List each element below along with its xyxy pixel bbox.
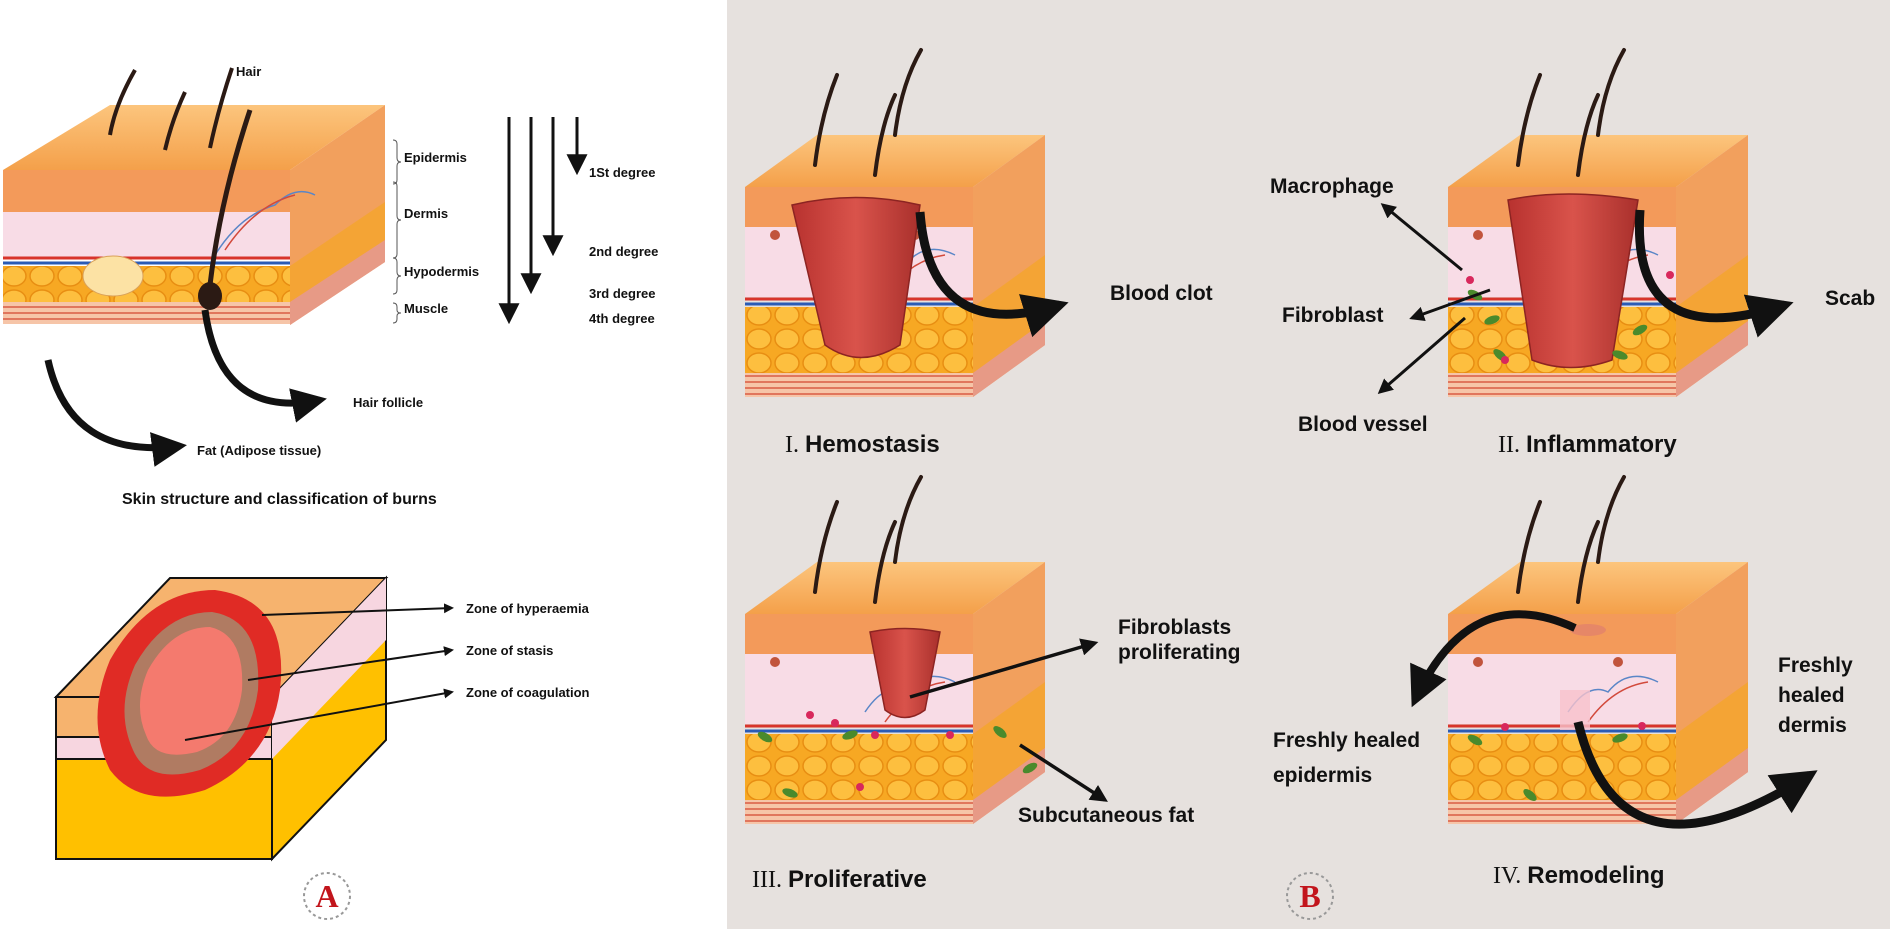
label-zone-stasis: Zone of stasis <box>466 643 553 658</box>
label-dermis: Dermis <box>404 206 448 221</box>
burn-depth-arrows <box>498 117 588 325</box>
label-zone-hyperaemia: Zone of hyperaemia <box>466 601 590 616</box>
label-freshly-healed-epidermis-text-line-1: Freshly healed <box>1273 729 1420 752</box>
label-freshly-healed-epidermis: Freshly healed epidermis <box>1273 729 1420 787</box>
scab-arrow <box>1634 209 1794 338</box>
label-fat: Fat (Adipose tissue) <box>197 443 321 458</box>
healed-epidermis-arrow <box>1410 610 1577 708</box>
label-hair-follicle: Hair follicle <box>353 395 423 410</box>
label-macrophage: Macrophage <box>1270 175 1394 198</box>
label-degree-4: 4th degree <box>589 311 655 326</box>
label-freshly-healed-epidermis-text-line-2: epidermis <box>1273 764 1372 787</box>
zone-leaders <box>184 603 454 741</box>
badge-b: B <box>1286 872 1334 920</box>
panel-a-title: Skin structure and classification of bur… <box>122 491 437 508</box>
stage-1-name: Hemostasis <box>805 431 940 458</box>
label-freshly-healed-dermis-text-line-2: dermis <box>1778 714 1847 737</box>
label-freshly-healed-dermis-text-line-mid: healed <box>1778 684 1845 707</box>
label-fibroblasts-proliferating-line-2: proliferating <box>1118 641 1241 664</box>
label-subcutaneous-fat: Subcutaneous fat <box>1018 804 1194 827</box>
stage-3-title: III. Proliferative <box>752 866 927 893</box>
stage-remodeling-block <box>1446 475 1750 826</box>
label-scab: Scab <box>1825 287 1875 310</box>
label-fibroblast: Fibroblast <box>1282 304 1384 327</box>
skin-structure-block <box>3 67 385 325</box>
stage-inflammatory-block <box>1446 48 1750 399</box>
stage-4-numeral: IV <box>1493 863 1519 889</box>
stage-4-name: Remodeling <box>1527 862 1664 889</box>
label-hypodermis: Hypodermis <box>404 264 479 279</box>
stage-hemostasis-block <box>743 48 1047 399</box>
label-hair: Hair <box>236 64 261 79</box>
zone-coagulation-shape <box>139 627 243 755</box>
label-freshly-healed-dermis: Freshly healed dermis <box>1778 654 1853 737</box>
fat-arrow <box>44 359 187 467</box>
label-zone-coagulation: Zone of coagulation <box>466 685 590 700</box>
label-degree-2: 2nd degree <box>589 244 658 259</box>
label-freshly-healed-dermis-text: Freshly healed dermis <box>1778 654 1853 737</box>
stage-3-numeral: III <box>752 867 776 893</box>
layer-brackets <box>392 139 402 324</box>
healed-dermis-arrow <box>1573 720 1818 829</box>
label-blood-clot: Blood clot <box>1110 282 1213 305</box>
label-muscle: Muscle <box>404 301 448 316</box>
label-freshly-healed-epidermis-text: Freshly healed epidermis <box>1273 729 1420 787</box>
stage-1-title: I. Hemostasis <box>785 431 940 458</box>
stage-3-name: Proliferative <box>788 866 927 893</box>
label-fibroblasts-proliferating-line-1: Fibroblasts <box>1118 616 1231 639</box>
inflammatory-leaders <box>1377 203 1491 394</box>
badge-b-letter: B <box>1299 878 1320 914</box>
label-freshly-healed-dermis-text-line-1: Freshly <box>1778 654 1853 677</box>
blood-clot-arrow <box>915 211 1069 338</box>
stage-1-numeral: I <box>785 432 793 458</box>
label-degree-1: 1St degree <box>589 165 655 180</box>
stage-proliferative-block <box>743 475 1047 826</box>
proliferative-leaders <box>909 638 1108 802</box>
badge-a-letter: A <box>315 878 338 914</box>
hair-follicle-arrow <box>201 309 327 423</box>
label-epidermis: Epidermis <box>404 150 467 165</box>
stage-2-name: Inflammatory <box>1526 431 1677 458</box>
label-degree-3: 3rd degree <box>589 286 655 301</box>
label-blood-vessel: Blood vessel <box>1298 413 1428 436</box>
stage-2-title: II. Inflammatory <box>1498 431 1677 458</box>
stage-4-title: IV. Remodeling <box>1493 862 1665 889</box>
badge-a: A <box>303 872 351 920</box>
stage-2-numeral: II <box>1498 432 1514 458</box>
